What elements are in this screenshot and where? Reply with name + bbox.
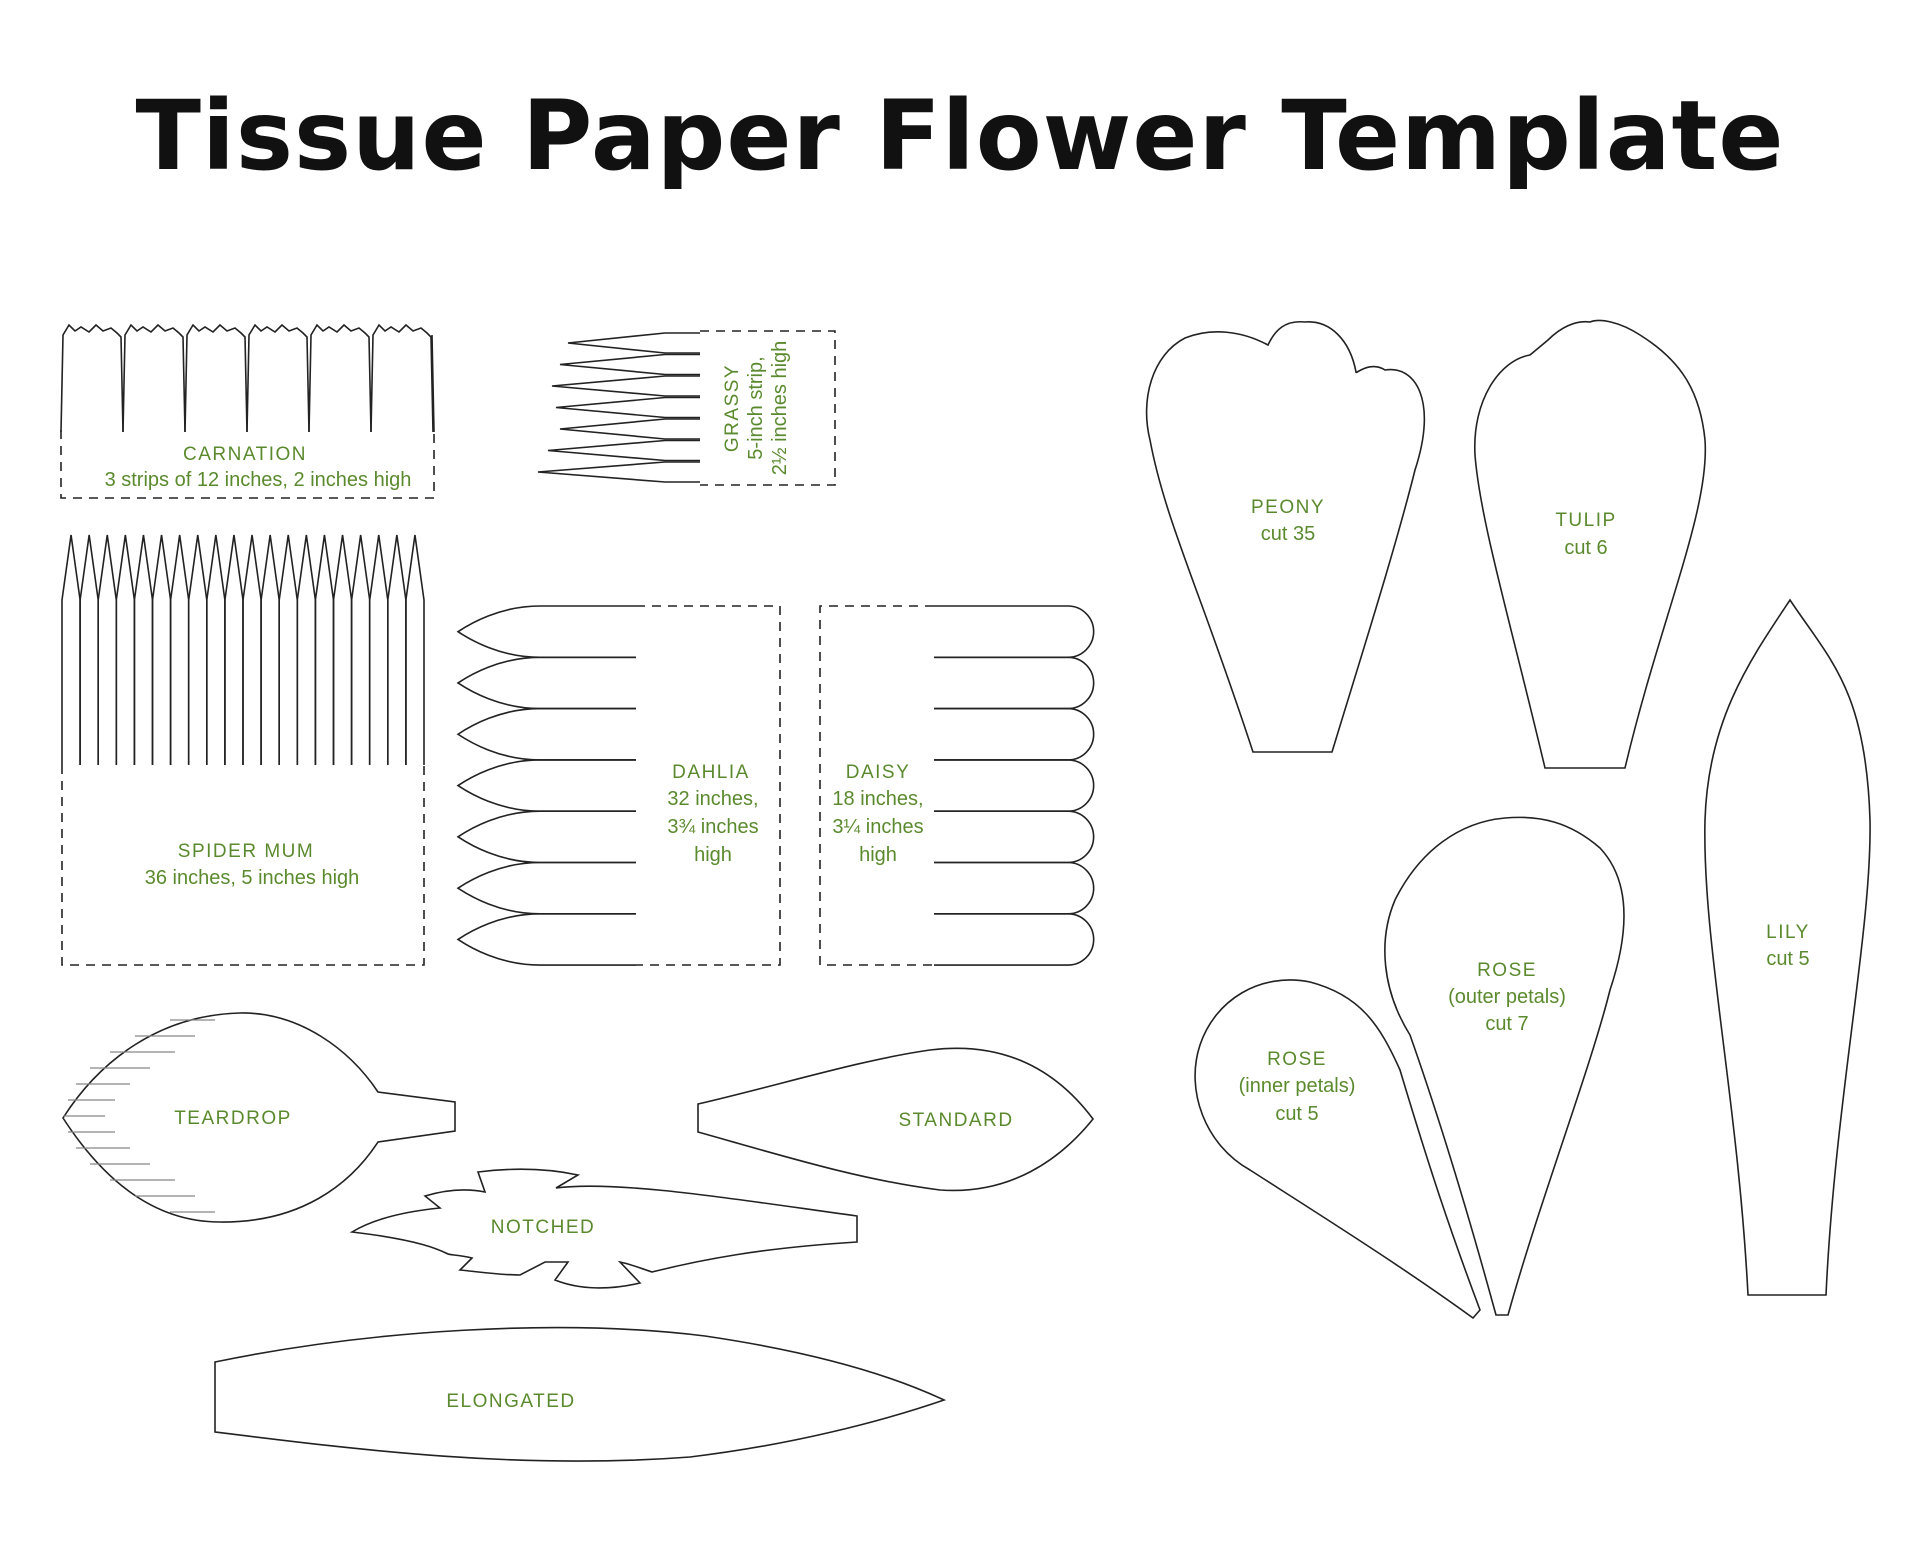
grassy-blade <box>567 332 700 354</box>
spider-spike <box>79 534 99 765</box>
spider-spike <box>169 534 190 765</box>
carnation-edge <box>431 334 435 433</box>
carnation-fringe <box>60 323 124 433</box>
notched-template: NOTCHED <box>349 1168 858 1289</box>
dahlia-petal <box>456 605 636 659</box>
spider-spike <box>387 534 407 765</box>
dahlia-label: DAHLIA <box>672 762 750 783</box>
daisy-spec-3: high <box>859 844 897 866</box>
daisy-petal <box>934 707 1095 761</box>
daisy-spec-1: 18 inches, <box>832 788 923 810</box>
rose-inner-label: ROSE <box>1267 1049 1327 1070</box>
daisy-template: DAISY 18 inches, 3¼ inches high <box>819 605 1095 966</box>
elongated-template: ELONGATED <box>214 1326 947 1462</box>
carnation-fringe <box>370 323 434 433</box>
dahlia-petal <box>456 707 636 761</box>
rose-outer-template: ROSE (outer petals) cut 7 <box>1384 816 1625 1316</box>
spider-spike <box>97 534 118 765</box>
lily-template: LILY cut 5 <box>1704 598 1871 1296</box>
grassy-blade <box>547 439 700 462</box>
grassy-blade <box>555 396 700 419</box>
spider-mum-template: SPIDER MUM 36 inches, 5 inches high <box>61 534 425 966</box>
dahlia-spec-3: high <box>694 844 732 866</box>
grassy-spec-2: 2½ inches high <box>769 341 791 476</box>
standard-label: STANDARD <box>898 1110 1013 1131</box>
carnation-template: CARNATION 3 strips of 12 inches, 2 inche… <box>60 323 435 499</box>
spider-spike <box>405 534 425 765</box>
spider-mum-label: SPIDER MUM <box>178 841 314 862</box>
spider-spike <box>314 534 335 765</box>
grassy-spec-1: 5-inch strip, <box>745 356 767 459</box>
dahlia-petal <box>456 913 636 966</box>
spider-spike <box>224 534 244 765</box>
lily-cut: cut 5 <box>1766 948 1809 970</box>
teardrop-label: TEARDROP <box>174 1108 292 1129</box>
daisy-petal <box>934 605 1095 659</box>
dahlia-petal <box>456 759 636 812</box>
grassy-blade <box>551 375 700 397</box>
standard-template: STANDARD <box>697 1047 1095 1192</box>
tulip-template: TULIP cut 6 <box>1474 319 1707 769</box>
grassy-template: GRASSY 5-inch strip, 2½ inches high <box>537 330 836 486</box>
lily-label: LILY <box>1766 922 1810 943</box>
rose-outer-label: ROSE <box>1477 960 1537 981</box>
spider-spike <box>260 534 280 765</box>
daisy-petal <box>934 810 1095 864</box>
spider-spike <box>242 534 262 765</box>
notched-label: NOTCHED <box>491 1217 595 1238</box>
page-title: Tissue Paper Flower Template <box>135 80 1785 192</box>
daisy-petal <box>934 656 1095 710</box>
daisy-spec-2: 3¼ inches <box>832 816 923 838</box>
tulip-label: TULIP <box>1555 510 1616 531</box>
daisy-label: DAISY <box>846 762 911 783</box>
spider-spike <box>296 534 317 765</box>
peony-label: PEONY <box>1251 497 1325 518</box>
dahlia-template: DAHLIA 32 inches, 3¾ inches high <box>456 605 781 966</box>
carnation-fringe <box>122 323 186 433</box>
teardrop-template: TEARDROP <box>62 1012 456 1223</box>
spider-mum-spec: 36 inches, 5 inches high <box>145 867 360 889</box>
tulip-cut: cut 6 <box>1564 537 1607 559</box>
daisy-petal <box>934 861 1095 915</box>
carnation-fringe <box>308 323 372 433</box>
spider-spike <box>61 534 81 765</box>
rose-outer-cut: cut 7 <box>1485 1013 1528 1035</box>
spider-spike <box>350 534 371 765</box>
rose-inner-template: ROSE (inner petals) cut 5 <box>1194 979 1481 1320</box>
rose-inner-detail: (inner petals) <box>1239 1075 1356 1097</box>
daisy-petal <box>934 759 1095 812</box>
spider-spike <box>133 534 154 765</box>
spider-spike <box>278 534 299 765</box>
spider-spike <box>206 534 226 765</box>
rose-inner-cut: cut 5 <box>1275 1103 1318 1125</box>
carnation-spec: 3 strips of 12 inches, 2 inches high <box>105 469 412 491</box>
dahlia-petal <box>456 810 636 864</box>
spider-spike <box>187 534 208 765</box>
spider-spike <box>151 534 172 765</box>
dahlia-spec-1: 32 inches, <box>667 788 758 810</box>
daisy-petal <box>934 913 1095 966</box>
grassy-blade <box>537 461 700 483</box>
grassy-blade <box>559 353 700 376</box>
peony-template: PEONY cut 35 <box>1145 320 1426 753</box>
spider-spike <box>115 534 136 765</box>
grassy-blade <box>559 418 700 440</box>
rose-outer-detail: (outer petals) <box>1448 986 1566 1008</box>
carnation-fringe <box>246 323 310 433</box>
dahlia-petal <box>456 861 636 915</box>
spider-spike <box>368 534 389 765</box>
elongated-label: ELONGATED <box>446 1391 575 1412</box>
carnation-label: CARNATION <box>183 444 307 465</box>
carnation-fringe <box>184 323 248 433</box>
dahlia-spec-2: 3¾ inches <box>667 816 758 838</box>
grassy-label: GRASSY <box>722 364 743 452</box>
peony-cut: cut 35 <box>1261 523 1315 545</box>
dahlia-petal <box>456 656 636 710</box>
spider-spike <box>332 534 353 765</box>
